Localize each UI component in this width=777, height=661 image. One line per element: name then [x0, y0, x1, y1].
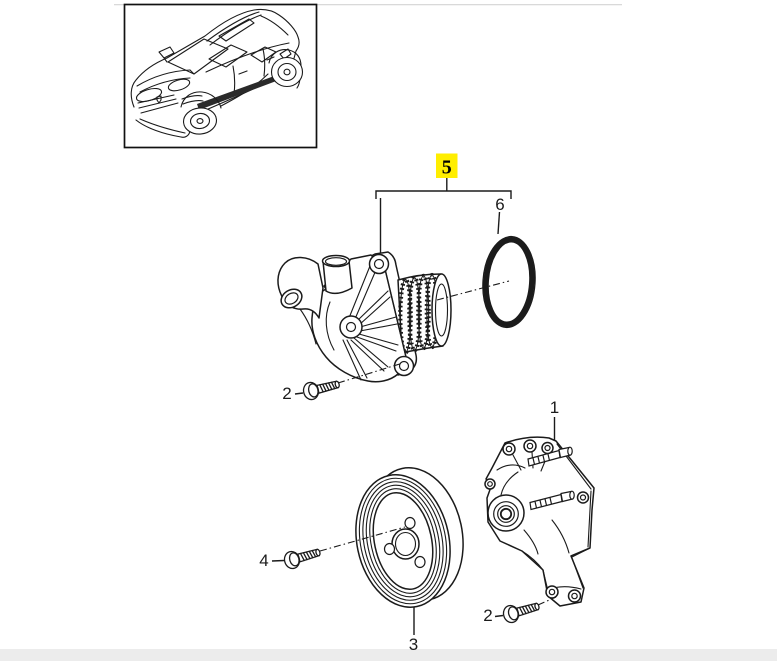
- bottom-bar: [0, 649, 777, 661]
- callout-5-highlight[interactable]: [436, 153, 458, 179]
- thermostat-housing-drawing: [277, 251, 452, 383]
- car-line-art: [130, 8, 304, 138]
- thermostat-screw-drawing: [301, 375, 342, 402]
- callout-2b[interactable]: 2: [483, 606, 492, 625]
- water-pump-studs: [527, 446, 575, 511]
- pulley-screw-drawing: [281, 543, 323, 571]
- callout-1[interactable]: 1: [550, 398, 559, 417]
- top-divider: [114, 4, 622, 6]
- callout-4[interactable]: 4: [259, 551, 268, 570]
- housing-ribs: [325, 260, 399, 381]
- car-thumbnail: [123, 3, 318, 149]
- callout-5[interactable]: 5: [442, 157, 452, 179]
- water-pump-drawing: [484, 436, 595, 607]
- callout-5-bracket: [375, 178, 512, 253]
- o-ring-drawing: [482, 235, 536, 329]
- callout-6[interactable]: 6: [495, 195, 504, 214]
- callout-3[interactable]: 3: [409, 635, 418, 654]
- pulley-drawing: [355, 467, 464, 608]
- car-thumbnail-frame: [123, 3, 318, 149]
- callout-2a[interactable]: 2: [282, 384, 291, 403]
- water-pump-screw-drawing: [500, 597, 542, 625]
- leader-lines: [271, 211, 557, 635]
- water-pump-bosses: [484, 439, 590, 603]
